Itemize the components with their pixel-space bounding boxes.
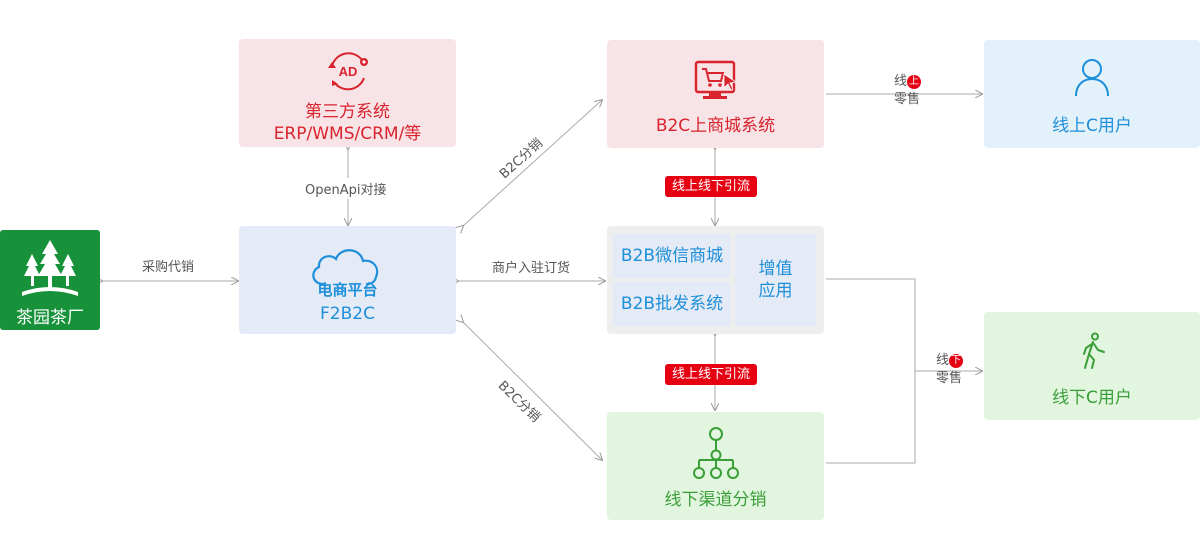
shopping-cart-icon — [694, 60, 738, 99]
online-retail-suffix: 零售 — [894, 92, 921, 107]
edge-label-openapi: OpenApi对接 — [303, 178, 389, 199]
b2c-mall-node: B2C上商城系统 — [607, 40, 824, 148]
b2b-wechat-mall: B2B微信商城 — [613, 234, 731, 278]
offline-channel-node: 线下渠道分销 — [607, 412, 824, 520]
tree-icon — [22, 240, 78, 296]
third-party-line1: 第三方系统 — [305, 102, 390, 122]
platform-name: F2B2C — [320, 304, 375, 324]
platform-logo-text: 电商平台 — [317, 281, 378, 299]
ad-cycle-icon: AD — [328, 52, 368, 91]
walking-person-icon — [1083, 332, 1105, 369]
edge-label-purchase: 采购代销 — [142, 260, 195, 275]
b2b-wholesale: B2B批发系统 — [613, 282, 731, 326]
offline-retail-prefix: 线 — [936, 353, 950, 368]
user-icon — [1075, 59, 1109, 97]
offline-retail-suffix: 零售 — [936, 371, 963, 386]
tea-factory-node: 茶园茶厂 — [0, 230, 100, 330]
b2b-group-node: B2B微信商城 B2B批发系统 增值 应用 — [607, 226, 824, 334]
edge-offline-merge — [826, 278, 916, 464]
edge-label-online-retail: 线上 零售 — [894, 73, 922, 109]
badge-traffic-bottom: 线上线下引流 — [665, 364, 758, 385]
platform-node: 电商平台 F2B2C — [239, 226, 456, 334]
online-user-node: 线上C用户 — [984, 40, 1200, 148]
b2c-mall-label: B2C上商城系统 — [655, 116, 776, 136]
online-retail-dot: 上 — [907, 75, 922, 89]
third-party-line2: ERP/WMS/CRM/等 — [273, 124, 422, 144]
third-party-node: AD 第三方系统 ERP/WMS/CRM/等 — [239, 39, 456, 147]
offline-channel-label: 线下渠道分销 — [664, 490, 767, 510]
value-added-apps: 增值 应用 — [735, 234, 816, 326]
online-user-label: 线上C用户 — [1052, 116, 1132, 136]
edge-b2c-top — [463, 100, 602, 226]
edge-label-merchant: 商户入驻订货 — [492, 261, 571, 276]
online-retail-prefix: 线 — [894, 74, 908, 89]
offline-user-label: 线下C用户 — [1052, 388, 1132, 408]
cloud-icon — [312, 249, 379, 286]
value-added-line1: 增值 — [758, 259, 793, 279]
offline-retail-dot: 下 — [949, 354, 964, 368]
b2b-wholesale-label: B2B批发系统 — [620, 294, 724, 314]
badge-traffic-top: 线上线下引流 — [665, 176, 758, 197]
edge-b2c-bottom — [463, 322, 602, 460]
offline-user-node: 线下C用户 — [984, 312, 1200, 420]
b2b-wechat-mall-label: B2B微信商城 — [620, 246, 724, 266]
value-added-line2: 应用 — [758, 281, 793, 301]
tea-factory-label: 茶园茶厂 — [16, 308, 84, 328]
network-icon — [693, 427, 739, 479]
ad-icon-text: AD — [339, 64, 358, 79]
edge-label-offline-retail: 线下 零售 — [936, 352, 964, 388]
